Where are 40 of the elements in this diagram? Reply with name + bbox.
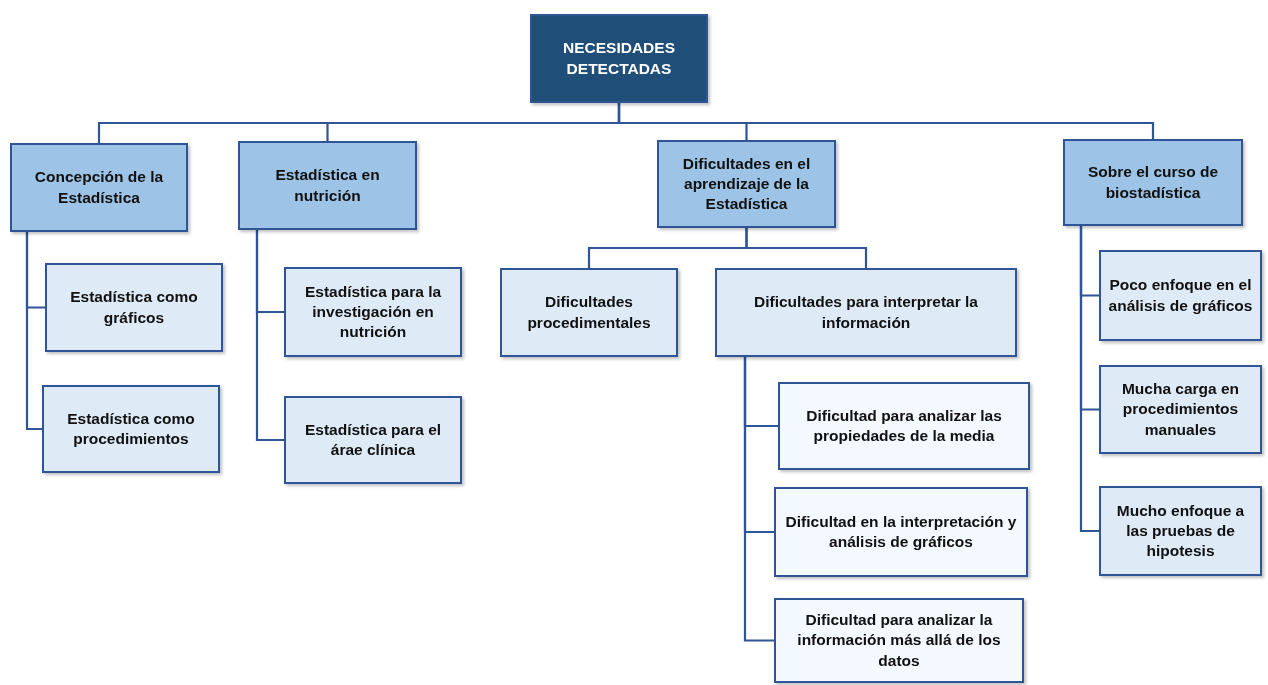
connector-line — [617, 103, 1155, 139]
box-text: Estadística como gráficos — [69, 287, 199, 328]
box-text: Dificultad para analizar la información más allá de los datos — [796, 610, 1002, 671]
topic-box — [284, 267, 462, 357]
topic-box — [10, 143, 188, 232]
box-text: NECESIDADES DETECTADAS — [562, 38, 676, 79]
box-text: Dificultades en el aprendizaje de la Estadística — [681, 153, 812, 215]
box-text: Mucha carga en procedimientos manuales — [1120, 379, 1241, 440]
box-text: Dificultades procedimentales — [526, 292, 652, 333]
topic-box — [45, 263, 223, 352]
topic-box — [1099, 486, 1262, 576]
topic-box — [42, 385, 220, 473]
box-text: Estadística para la investigación en nutrición — [303, 281, 443, 343]
box-text: Dificultad para analizar las propiedades de la media — [805, 405, 1003, 446]
box-text: Mucho enfoque a las pruebas de hipotesis — [1115, 500, 1246, 562]
box-text: Concepción de la Estadística — [33, 167, 165, 208]
topic-box — [657, 140, 836, 228]
box-text: Estadística en nutrición — [274, 165, 381, 206]
root-box — [530, 14, 708, 103]
topic-box — [1099, 365, 1262, 454]
topic-box — [238, 141, 417, 230]
topic-box — [1099, 250, 1262, 341]
box-text: Estadística para el árae clínica — [303, 419, 443, 460]
box-text: Sobre el curso de biostadística — [1086, 162, 1220, 203]
topic-box — [500, 268, 678, 357]
topic-box — [715, 268, 1017, 357]
topic-box — [774, 487, 1028, 577]
topic-box — [778, 382, 1030, 470]
connector-line — [745, 228, 868, 268]
box-text: Poco enfoque en el análisis de gráficos — [1107, 275, 1254, 316]
box-text: Dificultad en la interpretación y análisis de gráficos — [784, 511, 1018, 552]
connector-line — [25, 232, 42, 431]
connector-line — [1079, 226, 1099, 533]
connector-line — [743, 357, 774, 642]
box-text: Dificultades para interpretar la información — [753, 292, 979, 333]
topic-box — [774, 598, 1024, 683]
topic-box — [1063, 139, 1243, 226]
topic-box — [284, 396, 462, 484]
box-text: Estadística como procedimientos — [66, 408, 196, 449]
connector-line — [255, 230, 284, 442]
